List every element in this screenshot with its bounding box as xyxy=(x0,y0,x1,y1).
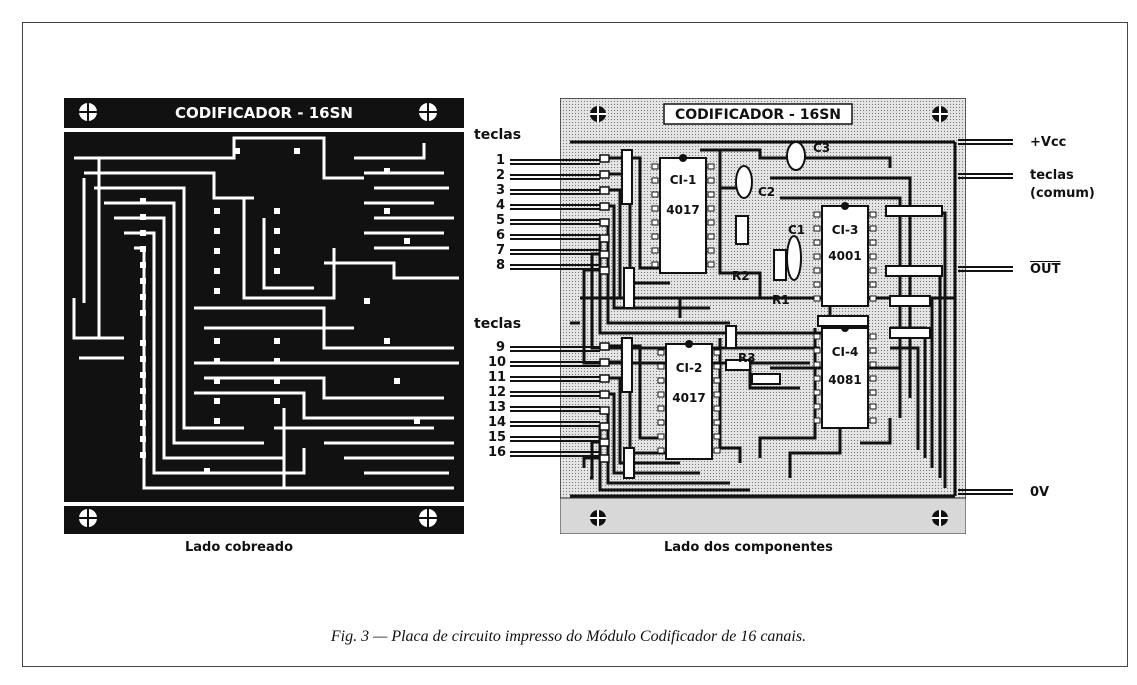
key-number: 10 xyxy=(488,355,507,370)
copper-board-title: CODIFICADOR - 16SN xyxy=(175,104,353,122)
key-number: 4 xyxy=(496,198,506,213)
key-number: 3 xyxy=(496,183,506,198)
ci4-label: CI-4 xyxy=(832,345,859,359)
ci4-part: 4081 xyxy=(828,373,861,387)
r3-label: R3 xyxy=(738,351,756,365)
c2-label: C2 xyxy=(758,185,775,199)
vcc-label: +Vcc xyxy=(1030,135,1067,150)
r1-label: R1 xyxy=(772,293,790,307)
component-side-caption: Lado dos componentes xyxy=(664,540,833,555)
key-number: 16 xyxy=(488,445,507,460)
ci1-part: 4017 xyxy=(666,203,699,217)
key-number: 6 xyxy=(496,228,506,243)
key-number: 11 xyxy=(488,370,507,385)
ci2-label: CI-2 xyxy=(676,361,703,375)
ic-chips xyxy=(659,157,869,460)
key-number: 7 xyxy=(496,243,506,258)
teclas-top-label: teclas xyxy=(474,127,522,143)
component-side-board: CODIFICADOR - 16SN xyxy=(560,98,966,534)
key-number: 12 xyxy=(488,385,507,400)
key-number: 1 xyxy=(496,153,506,168)
key-number: 5 xyxy=(496,213,506,228)
comum-label: (comum) xyxy=(1030,186,1095,201)
component-board-title: CODIFICADOR - 16SN xyxy=(675,107,841,123)
out-label: OUT xyxy=(1030,262,1061,277)
ci3-part: 4001 xyxy=(828,249,861,263)
key-number: 2 xyxy=(496,168,506,183)
figure-frame xyxy=(22,22,1128,667)
key-number: 14 xyxy=(488,415,507,430)
teclas-bottom-label: teclas xyxy=(474,316,522,332)
teclas-common-label: teclas xyxy=(1030,168,1074,183)
ci3-label: CI-3 xyxy=(832,223,859,237)
key-number: 9 xyxy=(496,340,506,355)
connection-wires xyxy=(958,139,1013,495)
copper-side-board: CODIFICADOR - 16SN xyxy=(64,98,464,534)
ic-chip-ci1 xyxy=(659,157,707,274)
c1-label: C1 xyxy=(788,223,805,237)
key-number: 13 xyxy=(488,400,507,415)
key-number: 8 xyxy=(496,258,506,273)
c3-label: C3 xyxy=(813,141,830,155)
ci1-label: CI-1 xyxy=(670,173,697,187)
figure-caption: Fig. 3 — Placa de circuito impresso do M… xyxy=(330,628,807,645)
key-number: 15 xyxy=(488,430,507,445)
key-wire-lines xyxy=(510,159,600,457)
ci2-part: 4017 xyxy=(672,391,705,405)
copper-side-caption: Lado cobreado xyxy=(185,540,293,555)
r2-label: R2 xyxy=(732,269,750,283)
ic-chip-ci3 xyxy=(821,205,869,307)
zero-v-label: 0V xyxy=(1030,485,1050,500)
